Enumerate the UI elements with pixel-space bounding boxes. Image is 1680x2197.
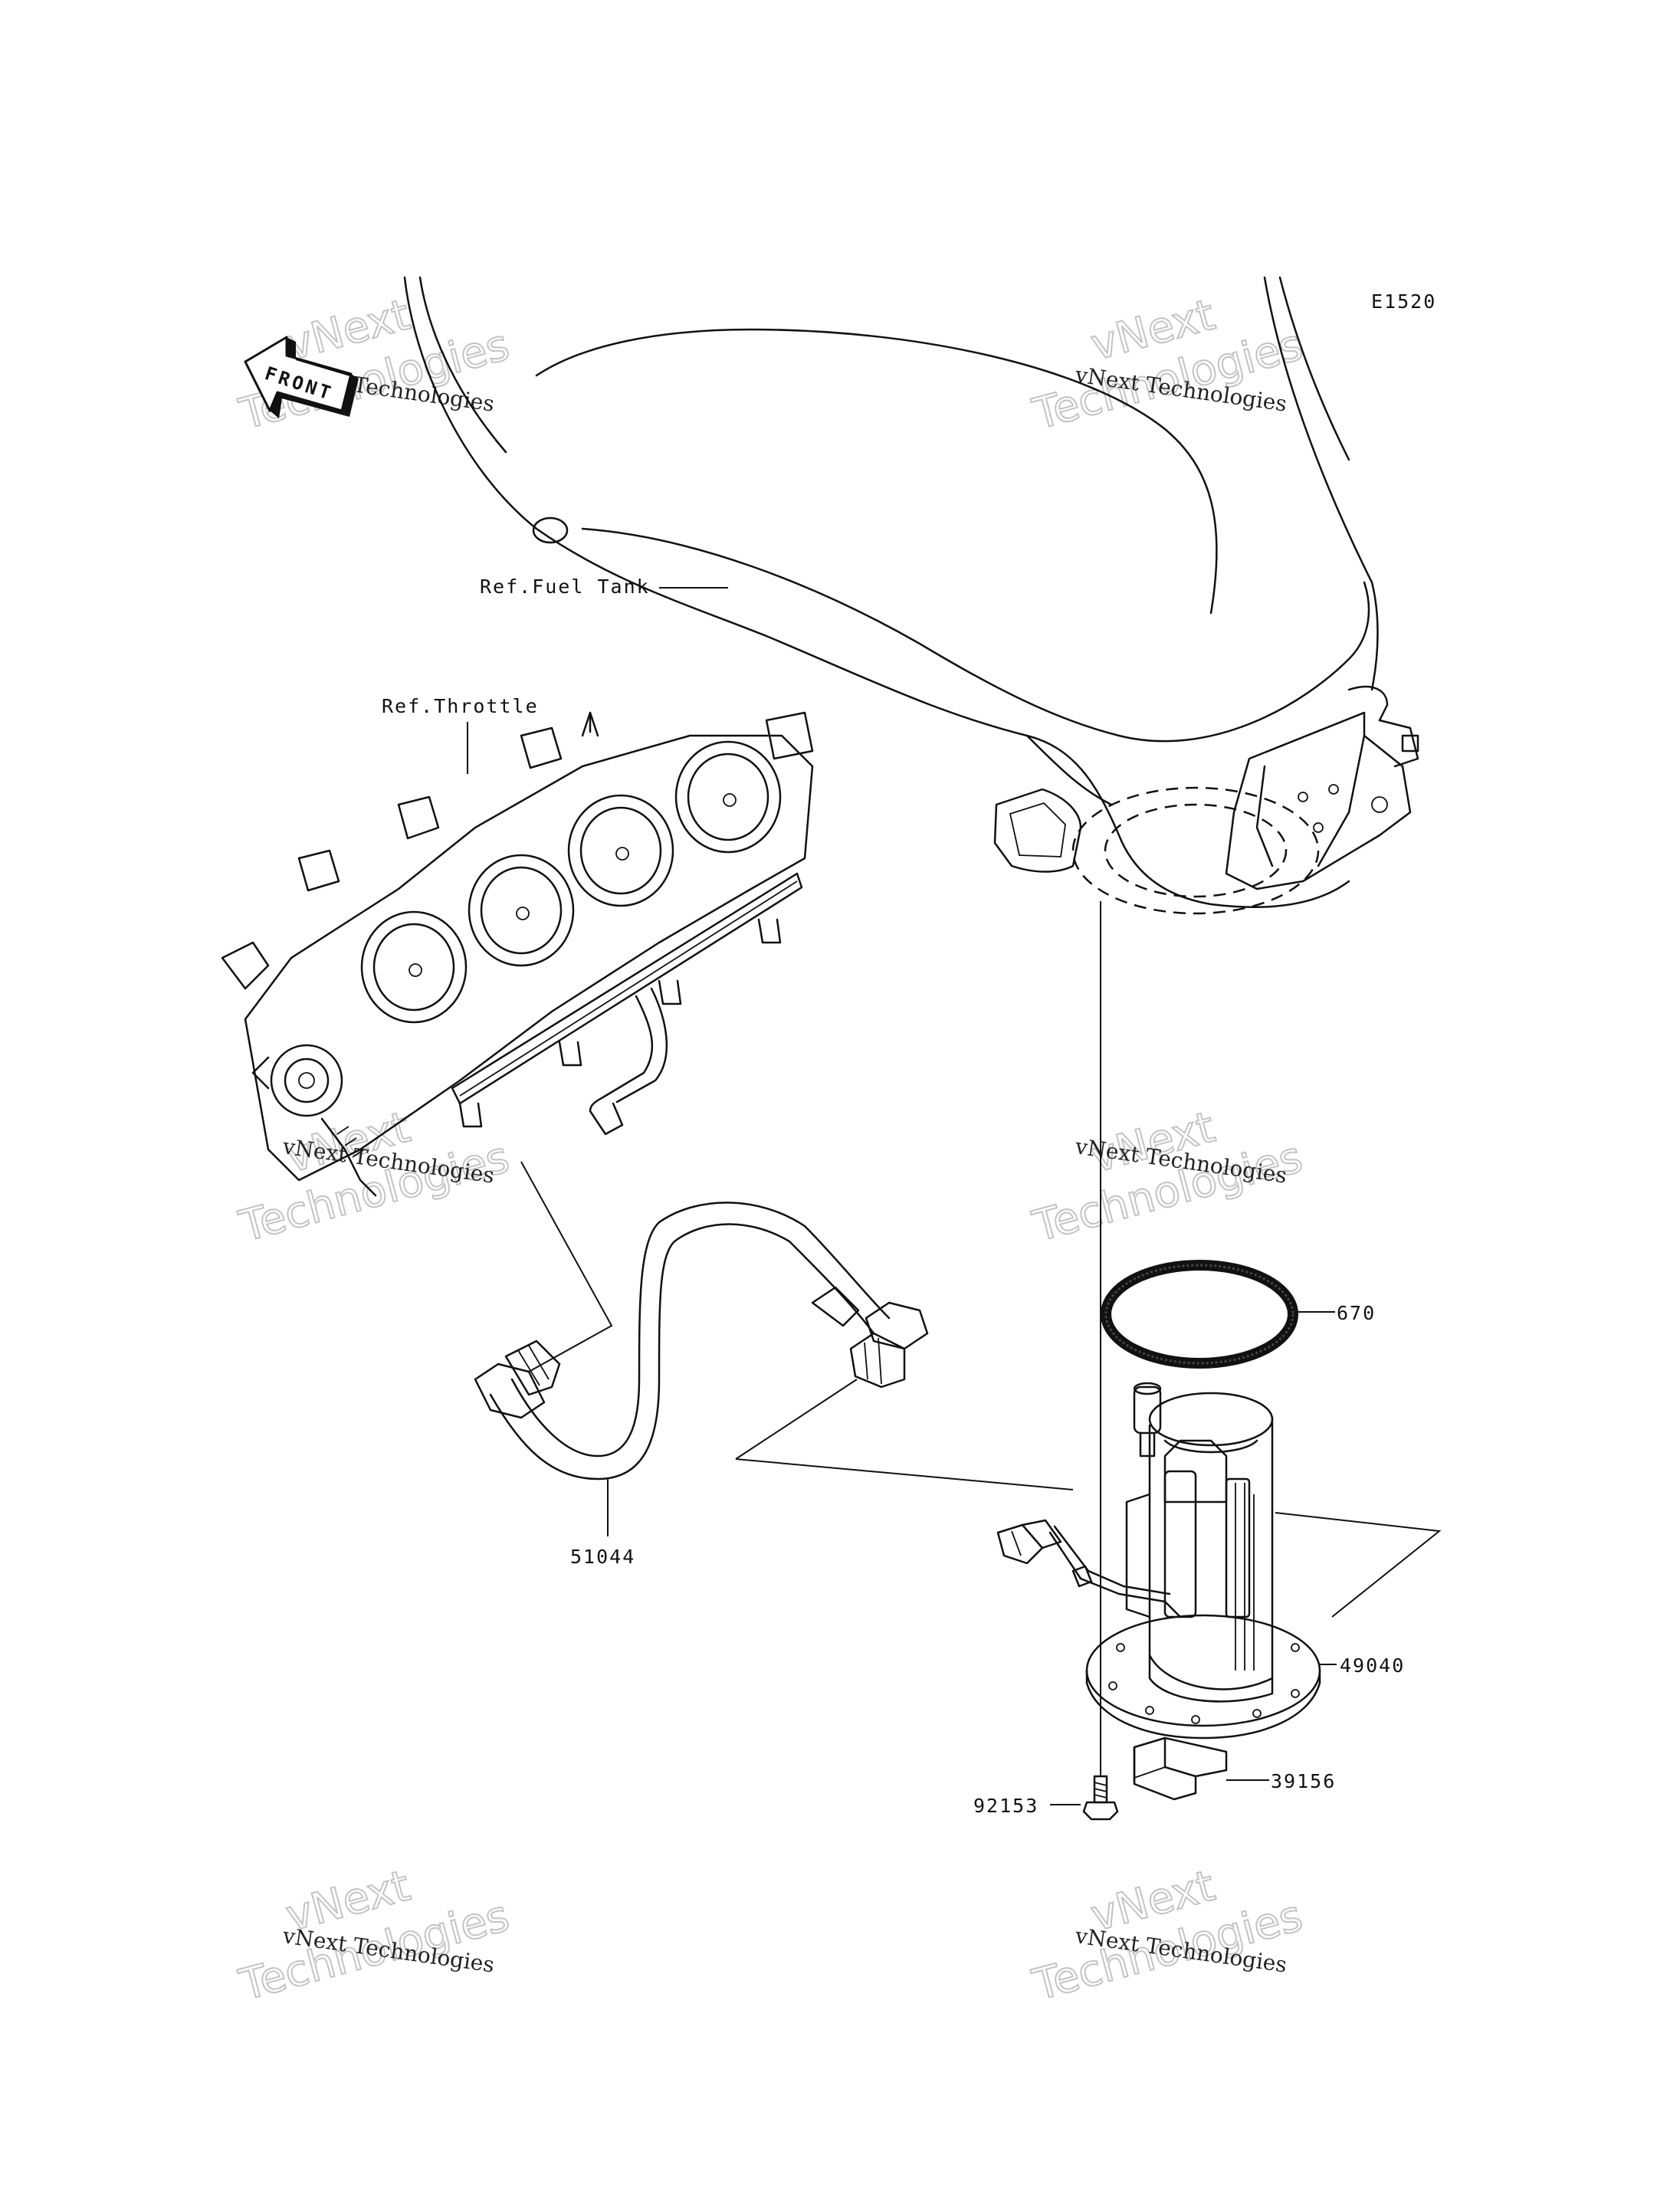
throttle-body-assembly [221,711,814,1197]
leader-51044-pump [735,1458,1074,1490]
label-part-670: 670 [1337,1302,1376,1324]
watermark-bottom-right: vNext Technologies vNext Technologies [1027,1860,1308,2011]
watermark-bottom-left: vNext Technologies vNext Technologies [234,1860,515,2011]
leader-51044-upper [520,1161,613,1372]
watermark-top-right: vNext Technologies vNext Technologies [1027,289,1308,440]
label-part-39156: 39156 [1271,1770,1336,1792]
watermark-middle-right: vNext Technologies vNext Technologies [1027,1101,1308,1252]
leader-51044-right [735,1379,858,1460]
label-ref-fuel-tank: Ref.Fuel Tank [480,575,650,598]
label-ref-throttle: Ref.Throttle [382,695,539,717]
label-part-51044: 51044 [570,1546,635,1568]
o-ring-670 [1101,1260,1298,1369]
front-arrow-icon: FRONT [244,336,359,418]
label-part-49040: 49040 [1340,1654,1405,1677]
diagram-code: E1520 [1371,290,1436,313]
sponge-39156 [1133,1736,1228,1801]
fuel-pump-49040 [996,1382,1321,1740]
fuel-hose-51044 [474,1202,929,1481]
watermark-middle-left: vNext Technologies vNext Technologies [234,1101,515,1252]
bolt-92153 [1082,1775,1119,1821]
fuel-tank [403,276,1419,915]
leader-49040-upper [1275,1512,1442,1618]
label-part-92153: 92153 [973,1795,1039,1817]
